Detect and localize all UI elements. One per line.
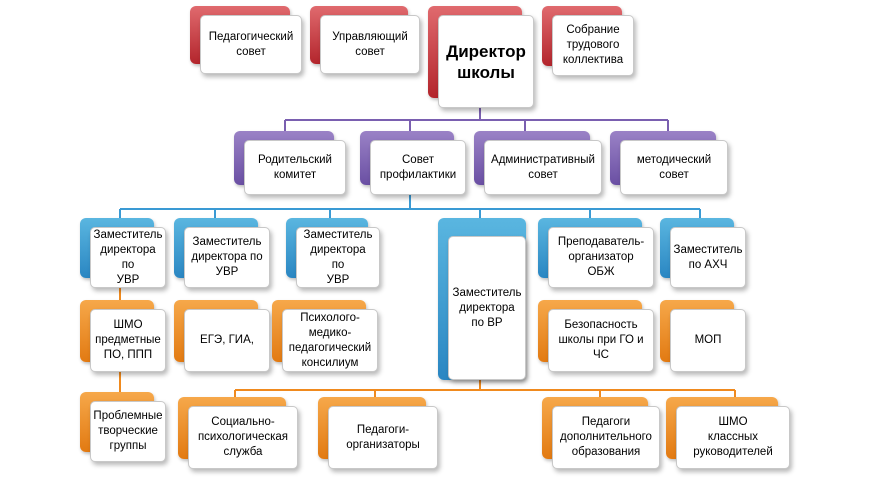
governing-council-label: Управляющий совет <box>332 30 408 58</box>
deputy-uvr-1-box: Заместитель директора по УВР <box>80 218 166 288</box>
creative-groups-label: Проблемные творческие группы <box>93 410 163 452</box>
ege-gia-label: ЕГЭ, ГИА, <box>200 334 254 346</box>
obzh-teacher-label: Преподаватель- организатор ОБЖ <box>557 236 645 278</box>
shmo-subject-box: ШМО предметные ПО, ППП <box>80 300 166 372</box>
labor-assembly-box: Собрание трудового коллектива <box>542 6 634 76</box>
administrative-council-label: Административный совет <box>491 153 595 181</box>
social-service-label: Социально- психологическая служба <box>197 416 289 458</box>
deputy-ahch-box: Заместитель по АХЧ <box>660 218 746 288</box>
director-label: Директор школы <box>446 41 526 82</box>
safety-label: Безопасность школы при ГО и ЧС <box>558 319 644 361</box>
administrative-council-box: Административный совет <box>474 131 602 195</box>
creative-groups-box: Проблемные творческие группы <box>80 392 166 462</box>
organizer-teachers-box: Педагоги- организаторы <box>318 397 438 469</box>
safety-box: Безопасность школы при ГО и ЧС <box>538 300 654 372</box>
parent-committee-label: Родительский комитет <box>258 153 332 181</box>
deputy-uvr-1-label: Заместитель директора по УВР <box>93 228 163 286</box>
methodical-council-label: методический совет <box>636 153 712 181</box>
deputy-vr-box: Заместитель директора по ВР <box>438 218 526 380</box>
parent-committee-box: Родительский комитет <box>234 131 346 195</box>
mop-label: МОП <box>694 334 722 346</box>
organizer-teachers-label: Педагоги- организаторы <box>346 423 420 451</box>
deputy-uvr-3-box: Заместитель директора по УВР <box>286 218 380 288</box>
pedagogical-council-box: Педагогический совет <box>190 6 302 74</box>
pedagogical-council-label: Педагогический совет <box>208 30 294 58</box>
additional-education-label: Педагоги дополнительного образования <box>560 416 652 458</box>
ege-gia-box: ЕГЭ, ГИА, <box>174 300 270 372</box>
shmo-class-label: ШМО классных руководителей <box>693 416 773 458</box>
mop-box: МОП <box>660 300 746 372</box>
director-box: Директор школы <box>428 6 534 108</box>
obzh-teacher-box: Преподаватель- организатор ОБЖ <box>538 218 654 288</box>
deputy-ahch-label: Заместитель по АХЧ <box>673 243 743 271</box>
social-service-box: Социально- психологическая служба <box>178 397 298 469</box>
shmo-subject-label: ШМО предметные ПО, ППП <box>95 319 161 361</box>
governing-council-box: Управляющий совет <box>310 6 420 74</box>
deputy-uvr-2-box: Заместитель директора по УВР <box>174 218 270 288</box>
ppk-label: Психолого- медико- педагогический консил… <box>288 311 372 369</box>
prevention-council-label: Совет профилактики <box>379 153 457 181</box>
methodical-council-box: методический совет <box>610 131 728 195</box>
deputy-vr-label: Заместитель директора по ВР <box>452 286 522 329</box>
shmo-class-box: ШМО классных руководителей <box>666 397 790 469</box>
prevention-council-box: Совет профилактики <box>360 131 466 195</box>
labor-assembly-label: Собрание трудового коллектива <box>562 24 624 66</box>
ppk-box: Психолого- медико- педагогический консил… <box>272 300 378 372</box>
deputy-uvr-3-label: Заместитель директора по УВР <box>303 228 373 286</box>
deputy-uvr-2-label: Заместитель директора по УВР <box>191 236 263 278</box>
additional-education-box: Педагоги дополнительного образования <box>542 397 660 469</box>
